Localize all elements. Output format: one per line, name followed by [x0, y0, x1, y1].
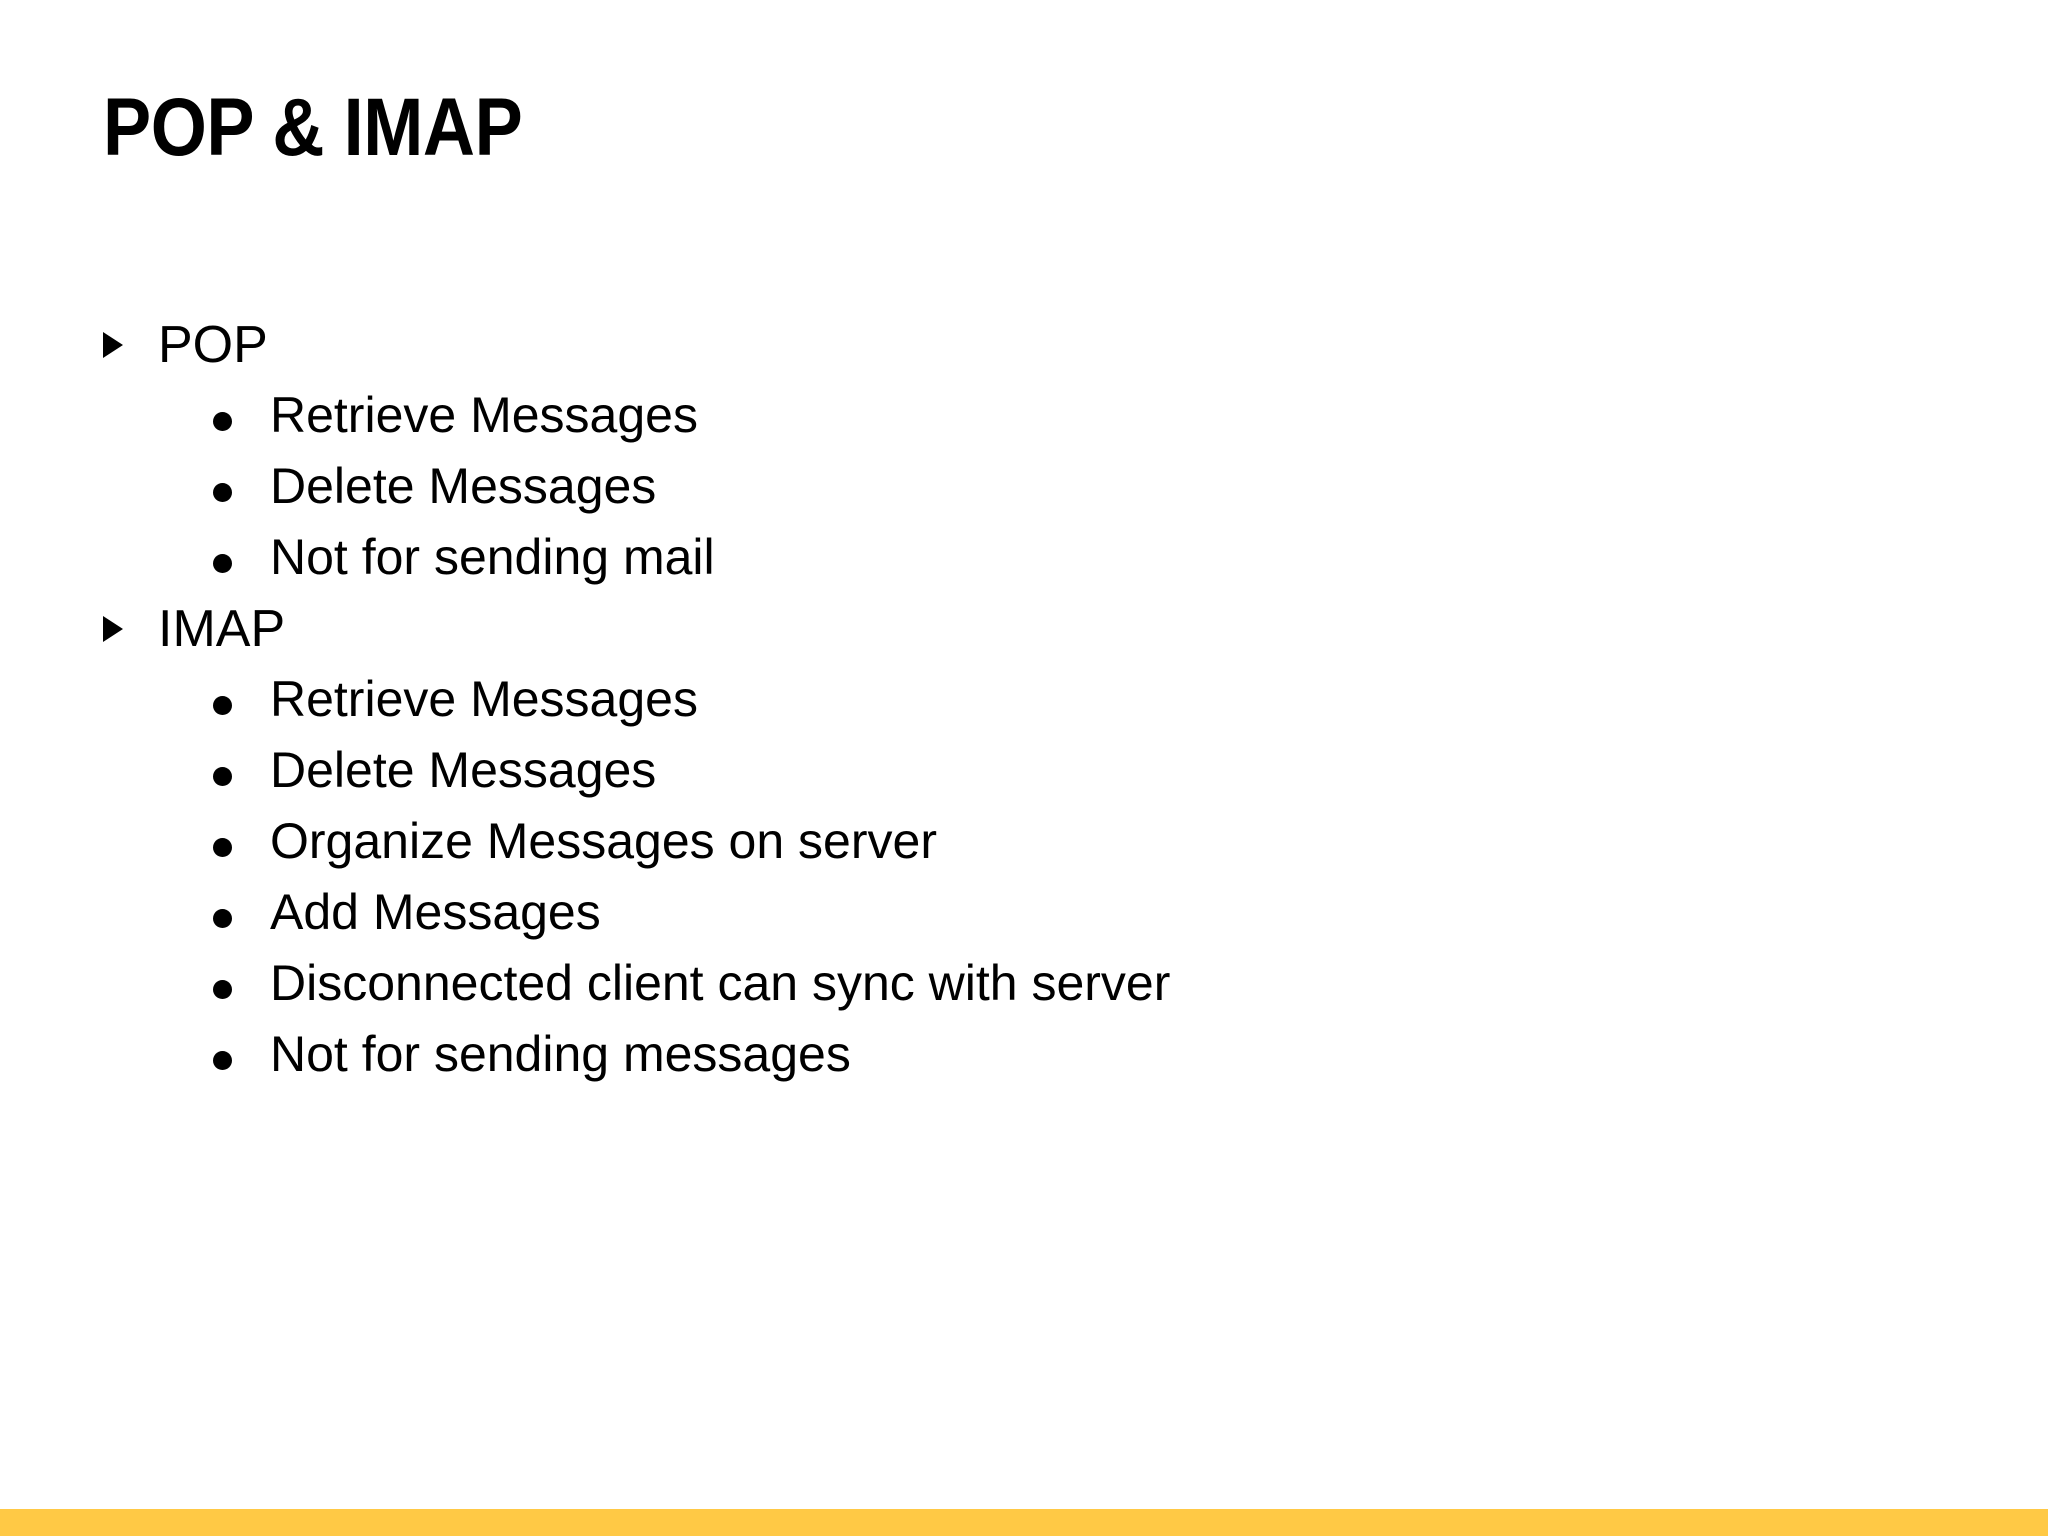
round-dot-icon	[213, 980, 270, 1004]
round-dot-icon	[213, 483, 270, 507]
outline-subitem-label: Retrieve Messages	[270, 671, 698, 727]
round-dot-icon	[213, 767, 270, 791]
triangle-right-icon	[103, 616, 158, 648]
outline-subitem: Retrieve Messages	[0, 670, 2048, 741]
round-dot-icon	[213, 1051, 270, 1075]
outline-item-label: IMAP	[158, 600, 286, 658]
outline-subitem: Not for sending messages	[0, 1025, 2048, 1096]
outline-subitem-label: Delete Messages	[270, 742, 657, 798]
outline-subitem: Add Messages	[0, 883, 2048, 954]
outline-subitem: Delete Messages	[0, 741, 2048, 812]
outline-subitem: Delete Messages	[0, 457, 2048, 528]
outline-subitem-label: Add Messages	[270, 884, 601, 940]
outline-subitem-label: Not for sending messages	[270, 1026, 851, 1082]
outline-subitem: Not for sending mail	[0, 528, 2048, 599]
outline-subitem-label: Disconnected client can sync with server	[270, 955, 1171, 1011]
outline-item-imap: IMAP	[0, 599, 2048, 670]
triangle-right-icon	[103, 332, 158, 364]
outline-subitem: Disconnected client can sync with server	[0, 954, 2048, 1025]
outline-subitem-label: Delete Messages	[270, 458, 657, 514]
outline-subitem-label: Not for sending mail	[270, 529, 715, 585]
outline-subitem-label: Organize Messages on server	[270, 813, 937, 869]
round-dot-icon	[213, 909, 270, 933]
page-title: POP & IMAP	[103, 82, 523, 173]
outline-subitem: Organize Messages on server	[0, 812, 2048, 883]
round-dot-icon	[213, 696, 270, 720]
outline-subitem-label: Retrieve Messages	[270, 387, 698, 443]
outline-list: POP Retrieve Messages Delete Messages No…	[0, 315, 2048, 1096]
round-dot-icon	[213, 412, 270, 436]
outline-item-pop: POP	[0, 315, 2048, 386]
outline-item-label: POP	[158, 316, 268, 374]
round-dot-icon	[213, 554, 270, 578]
outline-subitem: Retrieve Messages	[0, 386, 2048, 457]
bottom-accent-bar	[0, 1509, 2048, 1536]
round-dot-icon	[213, 838, 270, 862]
